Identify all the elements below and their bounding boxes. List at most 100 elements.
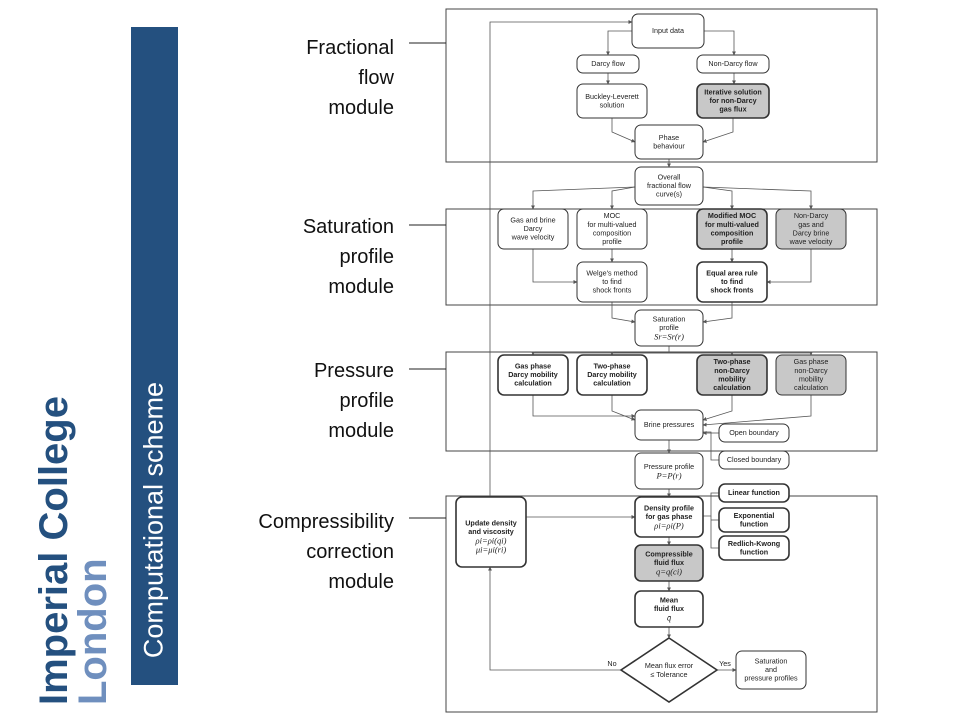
node-text: Two-phase — [713, 357, 750, 366]
node-text: wave velocity — [511, 233, 555, 242]
node-text: and — [765, 665, 777, 674]
node-text: non-Darcy — [714, 366, 750, 375]
connector — [702, 186, 813, 210]
node-text: Density profile — [644, 504, 694, 513]
compressibility-correction-panel — [445, 495, 878, 713]
node-text: shock fronts — [710, 286, 753, 295]
node-text: Gas and brine — [510, 216, 555, 225]
pressure-profile-panel — [445, 351, 878, 452]
logo-line-1: Imperial College — [32, 396, 76, 705]
connector — [702, 118, 734, 143]
connector — [606, 30, 632, 56]
node-formula: P=P(r) — [655, 470, 681, 480]
connector — [611, 302, 636, 324]
connector — [531, 186, 636, 210]
node-text: and viscosity — [468, 527, 514, 536]
node-text: gas flux — [719, 105, 746, 114]
node-text: for multi-valued — [587, 220, 636, 229]
yes-label: Yes — [719, 659, 731, 668]
node-text: composition — [593, 228, 631, 237]
no-label: No — [607, 659, 616, 668]
connector — [611, 118, 636, 143]
node-text: Open boundary — [729, 428, 779, 437]
node-text: fluid flux — [654, 558, 684, 567]
node-text: Linear function — [728, 488, 780, 497]
connector — [669, 351, 813, 356]
logo-line-2: London — [71, 558, 112, 705]
saturation-profile-module-label: Saturation profile module — [302, 216, 394, 298]
node-text: profile — [602, 237, 622, 246]
node-text: non-Darcy — [794, 366, 828, 375]
node-text: gas and — [798, 220, 824, 229]
node-text: shock fronts — [593, 286, 632, 295]
node-text: curve(s) — [656, 190, 682, 199]
connector — [704, 30, 736, 56]
node-text: fluid flux — [654, 604, 684, 613]
node-formula: Sr=Sr(r) — [654, 332, 684, 342]
node-text: fractional flow — [647, 181, 692, 190]
node-open-boundary: Open boundary — [718, 423, 790, 443]
connector — [702, 395, 733, 421]
node-text: Darcy mobility — [508, 370, 558, 379]
node-text: Buckley-Leverett — [585, 92, 639, 101]
node-text: for multi-valued — [705, 220, 759, 229]
node-text: calculation — [514, 379, 552, 388]
node-text: Mean flux error — [645, 661, 694, 670]
compressibility-correction-module-label: Compressibility correction module — [258, 511, 394, 593]
connector — [702, 302, 733, 324]
node-text: Closed boundary — [727, 455, 782, 464]
pressure-profile-module-label: Pressure profile module — [313, 360, 394, 442]
node-formula: ρi=ρi(P) — [653, 521, 684, 531]
node-formula: q̄ — [667, 613, 672, 623]
node-text: Pressure profile — [644, 462, 694, 471]
node-text: profile — [659, 323, 679, 332]
connector — [488, 566, 621, 671]
node-text: Darcy mobility — [587, 370, 637, 379]
node-text: Modified MOC — [708, 211, 756, 220]
node-text: calculation — [794, 383, 828, 392]
connector — [703, 431, 719, 461]
node-text: for non-Darcy — [709, 96, 756, 105]
node-text: Input data — [652, 26, 684, 35]
node-text: for gas phase — [646, 512, 693, 521]
connector — [766, 249, 812, 284]
node-closed-boundary: Closed boundary — [718, 450, 790, 470]
node-text: Overall — [658, 173, 681, 182]
node-text: mobility — [799, 374, 824, 383]
node-text: Saturation — [653, 315, 686, 324]
node-text: to find — [721, 277, 743, 286]
connector — [703, 492, 719, 517]
connector — [710, 516, 719, 549]
node-text: solution — [600, 100, 625, 109]
node-text: Update density — [465, 519, 517, 528]
node-formula: q=q(ci) — [656, 567, 682, 577]
node-text: ≤ Tolerance — [651, 670, 688, 679]
node-text: Equal area rule — [706, 269, 758, 278]
node-text: composition — [711, 228, 754, 237]
connector — [532, 395, 636, 418]
fractional-flow-module-label: Fractional flow module — [306, 37, 394, 119]
node-text: Non-Darcy flow — [708, 59, 758, 68]
saturation-profile-panel — [445, 208, 878, 306]
node-text: to find — [602, 277, 622, 286]
node-text: Two-phase — [593, 362, 630, 371]
connector — [702, 395, 812, 427]
node-text: Compressible — [645, 550, 693, 559]
node-text: Gas phase — [515, 362, 551, 371]
